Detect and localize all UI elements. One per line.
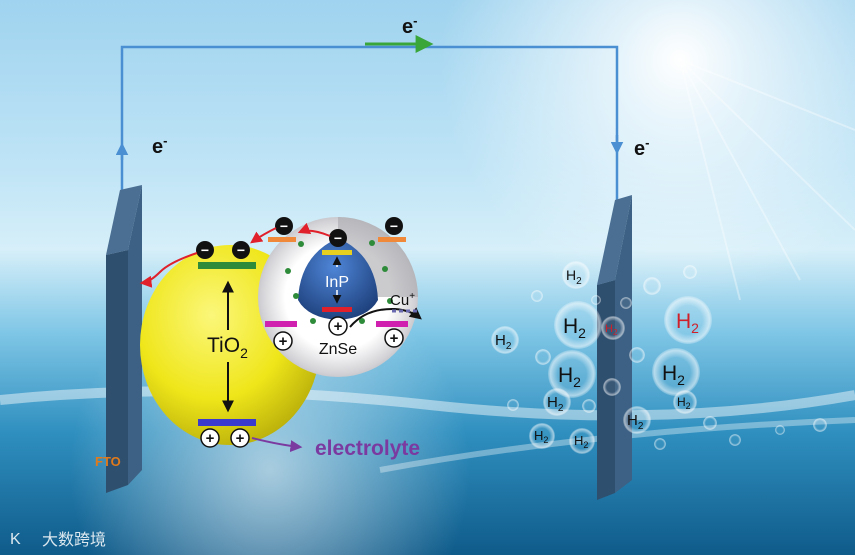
h2-bubble: H2	[664, 296, 712, 344]
svg-text:+: +	[279, 333, 288, 350]
znse-valence-band-right	[376, 321, 408, 327]
znse-valence-band-left	[265, 321, 297, 327]
h2-bubble: H2	[562, 261, 590, 289]
tio2-hole: +	[201, 429, 219, 447]
svg-text:−: −	[237, 242, 245, 258]
tio2-valence-band	[198, 419, 256, 426]
h2-bubble: H2	[529, 423, 555, 449]
electrolyte-label: electrolyte	[315, 437, 420, 460]
svg-text:+: +	[236, 430, 245, 447]
svg-text:+: +	[334, 318, 343, 335]
h2-bubble: H2	[601, 316, 625, 340]
znse-conduction-band-right	[378, 237, 406, 242]
svg-text:−: −	[280, 218, 288, 234]
qd-electron: −	[329, 229, 347, 247]
tio2-electron: −	[232, 241, 250, 259]
h2-bubble: H2	[554, 301, 602, 349]
h2-bubble: H2	[652, 348, 700, 396]
watermark-text: 大数跨境	[42, 530, 106, 549]
inp-valence-band	[322, 307, 352, 312]
tio2-hole: +	[231, 429, 249, 447]
h2-bubble: H2	[673, 390, 697, 414]
h2-bubble: H2	[543, 388, 571, 416]
fto-label: FTO	[95, 454, 121, 469]
svg-text:−: −	[201, 242, 209, 258]
qd-electron: −	[385, 217, 403, 235]
inp-label: InP	[325, 274, 349, 291]
h2-bubble: H2	[569, 428, 595, 454]
tio2-conduction-band	[198, 262, 256, 269]
qd-hole: +	[385, 329, 403, 347]
znse-label: ZnSe	[319, 341, 357, 358]
znse-conduction-band-left	[268, 237, 296, 242]
svg-text:−: −	[334, 230, 342, 246]
h2-bubble: H2	[491, 326, 519, 354]
svg-text:−: −	[390, 218, 398, 234]
svg-text:+: +	[390, 330, 399, 347]
h2-bubble: H2	[623, 406, 651, 434]
tio2-electron: −	[196, 241, 214, 259]
inp-conduction-band	[322, 250, 352, 255]
qd-electron: −	[275, 217, 293, 235]
qd-hole: +	[329, 317, 347, 335]
watermark-logo: K	[10, 531, 21, 548]
svg-text:+: +	[206, 430, 215, 447]
qd-hole: +	[274, 332, 292, 350]
